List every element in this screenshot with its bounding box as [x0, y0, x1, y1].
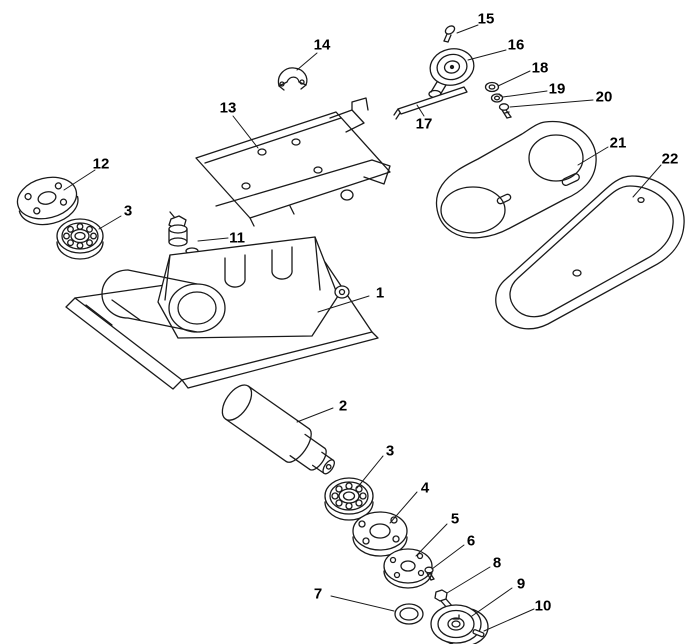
- part-14-clamp: [277, 67, 308, 91]
- part-20-bolt: [498, 103, 512, 119]
- part-22-belt-guard-cover: [495, 175, 685, 330]
- part-3-bearing-upper: [56, 218, 104, 260]
- part-16-clutch-pulley: [428, 48, 475, 99]
- callout-label-22: 22: [661, 150, 679, 168]
- callout-label-9: 9: [516, 575, 526, 593]
- part-12-flange-plate: [16, 176, 79, 226]
- callout-label-12: 12: [92, 155, 110, 173]
- callout-label-11: 11: [229, 229, 245, 247]
- callout-label-19: 19: [548, 80, 566, 98]
- part-7-seal-ring: [394, 603, 424, 625]
- callout-label-13: 13: [219, 99, 237, 117]
- callout-label-10: 10: [534, 597, 552, 615]
- callout-label-4: 4: [420, 479, 430, 497]
- part-10-key: [472, 629, 485, 638]
- part-21-belt-guard: [435, 120, 597, 239]
- callout-label-3-upper: 3: [123, 202, 133, 220]
- part-17-link-rod: [393, 86, 468, 120]
- leader-lines: [63, 24, 662, 632]
- part-13-mounting-plate: [195, 97, 391, 227]
- callout-label-1: 1: [375, 284, 385, 302]
- callout-label-21: 21: [609, 134, 627, 152]
- callout-label-2: 2: [338, 397, 348, 415]
- part-4-flange: [352, 511, 408, 557]
- part-18-washer: [484, 81, 500, 93]
- part-15-screw: [443, 25, 456, 43]
- part-1-base-housing: [65, 236, 379, 390]
- callout-label-7: 7: [313, 585, 323, 603]
- callout-label-17: 17: [415, 115, 433, 133]
- callout-label-15: 15: [477, 10, 495, 28]
- callout-label-3-lower: 3: [385, 442, 395, 460]
- part-2-exciter-shaft: [221, 384, 335, 475]
- callout-label-6: 6: [466, 532, 476, 550]
- callout-label-16: 16: [507, 36, 525, 54]
- part-3-bearing-lower: [324, 477, 374, 521]
- callout-label-5: 5: [450, 510, 460, 528]
- callout-label-14: 14: [313, 36, 331, 54]
- part-6-screw: [424, 566, 435, 581]
- callout-label-20: 20: [595, 88, 613, 106]
- part-9-pulley: [430, 604, 489, 644]
- part-19-lock-washer: [490, 93, 504, 103]
- callout-label-8: 8: [492, 554, 502, 572]
- callout-label-18: 18: [531, 59, 549, 77]
